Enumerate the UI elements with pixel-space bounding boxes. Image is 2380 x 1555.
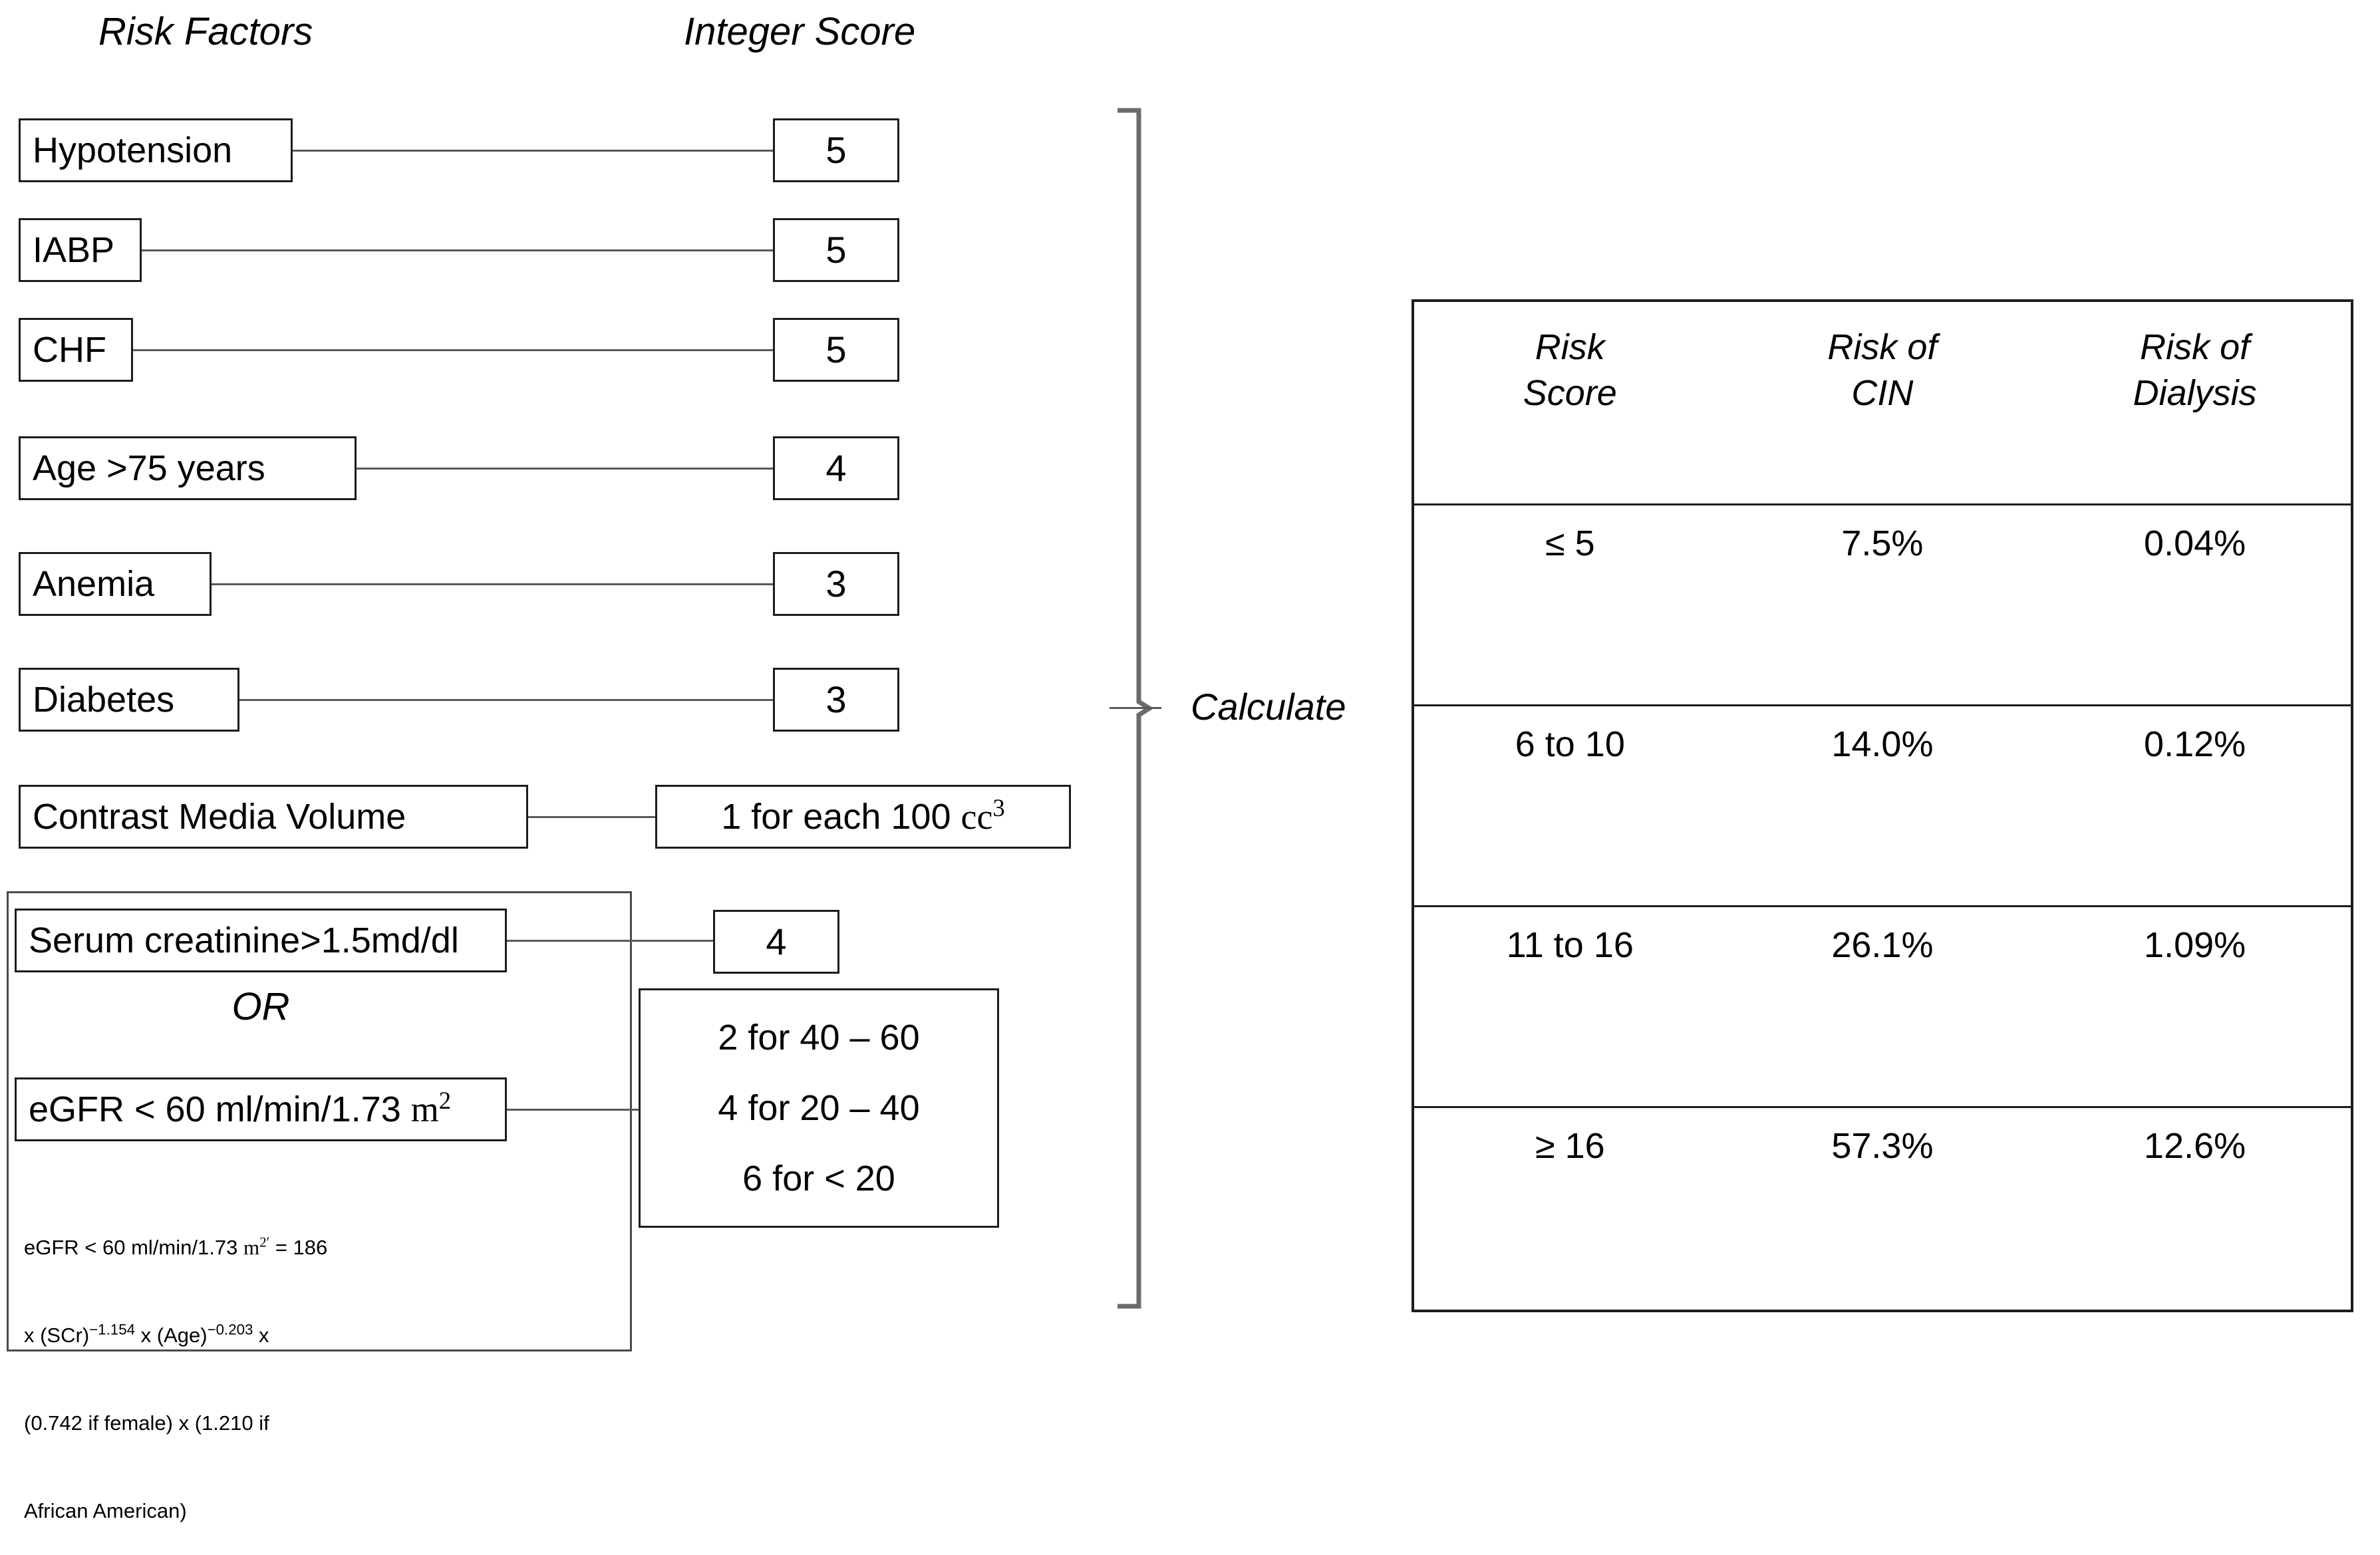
risk-factor-box-chf[interactable]: CHF xyxy=(19,318,133,382)
score-box-serum-creatinine[interactable]: 4 xyxy=(713,910,839,974)
cell-risk-of-cin: 7.5% xyxy=(1725,504,2039,706)
risk-factor-box-age[interactable]: Age >75 years xyxy=(19,436,357,500)
score-value: 5 xyxy=(825,328,847,370)
risk-factor-label: Anemia xyxy=(33,563,155,604)
connector-line-chf xyxy=(133,349,773,351)
connector-line-contrast-media-volume xyxy=(528,816,655,818)
egfr-range-option: 2 for 40 – 60 xyxy=(718,1018,920,1058)
score-box-hypotension[interactable]: 5 xyxy=(773,118,899,182)
risk-factor-label: Serum creatinine>1.5md/dl xyxy=(29,920,459,960)
score-value: 1 for each 100 cc3 xyxy=(721,793,1005,837)
page-title-integer-score: Integer Score xyxy=(684,10,916,53)
table-row: ≤ 5 7.5% 0.04% xyxy=(1413,504,2352,706)
risk-factor-box-egfr[interactable]: eGFR < 60 ml/min/1.73 m2 xyxy=(15,1077,507,1141)
cell-risk-of-cin: 14.0% xyxy=(1725,705,2039,907)
risk-factor-box-diabetes[interactable]: Diabetes xyxy=(19,668,239,732)
score-value: 3 xyxy=(825,562,847,605)
connector-line-anemia xyxy=(212,583,773,585)
cell-risk-of-cin: 57.3% xyxy=(1831,1126,1934,1166)
table-row: ≥ 16 57.3% 12.6% xyxy=(1413,1107,2352,1312)
score-box-contrast-media-volume[interactable]: 1 for each 100 cc3 xyxy=(655,785,1071,849)
cell-risk-of-dialysis: 0.04% xyxy=(2039,504,2352,706)
risk-factor-box-anemia[interactable]: Anemia xyxy=(19,552,212,616)
risk-factor-box-hypotension[interactable]: Hypotension xyxy=(19,118,293,182)
calculate-label: Calculate xyxy=(1191,686,1346,728)
table-row: 11 to 16 26.1% 1.09% xyxy=(1413,906,2352,1108)
connector-line-egfr xyxy=(507,1109,639,1111)
score-box-chf[interactable]: 5 xyxy=(773,318,899,382)
score-box-diabetes[interactable]: 3 xyxy=(773,668,899,732)
score-value: 5 xyxy=(825,228,847,271)
cell-risk-of-cin: 26.1% xyxy=(1725,906,2039,1108)
cell-risk-score: ≥ 16 xyxy=(1535,1126,1605,1166)
risk-factor-label: Diabetes xyxy=(33,679,175,720)
egfr-range-option: 4 for 20 – 40 xyxy=(718,1088,920,1128)
table-header-risk-score: Risk Score xyxy=(1413,301,1726,505)
risk-factor-label: IABP xyxy=(33,229,115,270)
connector-line-age xyxy=(357,468,773,470)
connector-line-diabetes xyxy=(239,699,773,701)
table-header-risk-of-dialysis: Risk of Dialysis xyxy=(2039,301,2352,505)
formula-line-3: (0.742 if female) x (1.210 if xyxy=(24,1411,269,1435)
egfr-range-option: 6 for < 20 xyxy=(742,1159,895,1199)
or-label: OR xyxy=(231,985,290,1028)
score-box-iabp[interactable]: 5 xyxy=(773,218,899,282)
risk-factor-label: eGFR < 60 ml/min/1.73 m2 xyxy=(29,1086,452,1129)
cell-risk-score: ≤ 5 xyxy=(1413,504,1726,706)
cell-risk-of-dialysis: 1.09% xyxy=(2039,906,2352,1108)
score-value: 4 xyxy=(825,446,847,489)
score-value: 3 xyxy=(825,678,847,720)
table-header-row: Risk Score Risk of CIN Risk of Dialysis xyxy=(1413,301,2352,505)
risk-factor-label: Hypotension xyxy=(33,130,233,170)
formula-line-1: eGFR < 60 ml/min/1.73 m2′ = 186 xyxy=(24,1234,328,1260)
connector-line-iabp xyxy=(142,249,773,251)
connector-line-calculate xyxy=(1110,707,1161,709)
formula-line-4: African American) xyxy=(24,1499,187,1523)
cell-risk-score: 11 to 16 xyxy=(1413,906,1726,1108)
table-row: 6 to 10 14.0% 0.12% xyxy=(1413,705,2352,907)
connector-line-serum-creatinine xyxy=(507,940,713,942)
risk-factor-label: Age >75 years xyxy=(33,448,265,488)
score-value: 4 xyxy=(766,920,787,962)
score-box-egfr-ranges[interactable]: 2 for 40 – 60 4 for 20 – 40 6 for < 20 xyxy=(639,988,999,1228)
table-header-risk-of-cin: Risk of CIN xyxy=(1725,301,2039,505)
risk-factor-label: CHF xyxy=(33,329,106,370)
formula-line-2: x (SCr)−1.154 x (Age)−0.203 x xyxy=(24,1321,269,1347)
risk-factor-label: Contrast Media Volume xyxy=(33,796,406,837)
cell-risk-of-dialysis: 12.6% xyxy=(2144,1126,2246,1166)
score-box-age[interactable]: 4 xyxy=(773,436,899,500)
score-box-anemia[interactable]: 3 xyxy=(773,552,899,616)
connector-line-hypotension xyxy=(293,150,773,152)
risk-factor-box-contrast-media-volume[interactable]: Contrast Media Volume xyxy=(19,785,528,849)
page-title-risk-factors: Risk Factors xyxy=(98,10,313,53)
cell-risk-of-dialysis: 0.12% xyxy=(2039,705,2352,907)
risk-factor-box-serum-creatinine[interactable]: Serum creatinine>1.5md/dl xyxy=(15,909,507,972)
risk-factor-box-iabp[interactable]: IABP xyxy=(19,218,142,282)
risk-outcome-table: Risk Score Risk of CIN Risk of Dialysis … xyxy=(1412,299,2353,1312)
egfr-formula-text: eGFR < 60 ml/min/1.73 m2′ = 186 x (SCr)−… xyxy=(24,1175,490,1555)
cell-risk-score: 6 to 10 xyxy=(1413,705,1726,907)
score-value: 5 xyxy=(825,128,847,171)
